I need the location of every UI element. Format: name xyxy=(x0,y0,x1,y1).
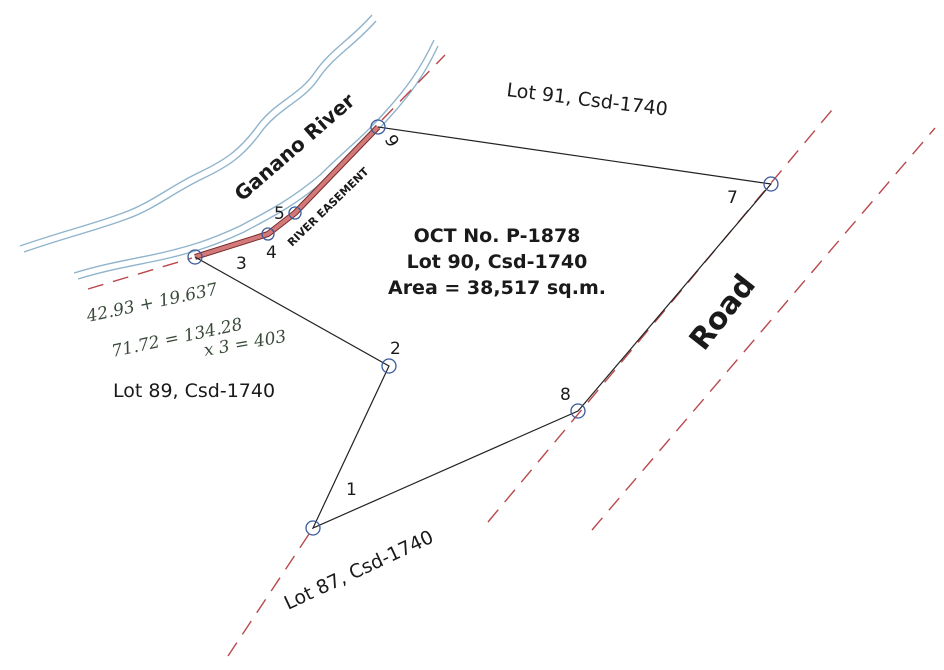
river-boundary-dashed-north xyxy=(381,54,446,121)
corner-5-label: 5 xyxy=(274,204,285,224)
corner-2-label: 2 xyxy=(390,339,401,359)
road-edge-east xyxy=(591,127,936,531)
corner-7-label: 7 xyxy=(727,188,738,208)
river-bank-inner-a xyxy=(73,39,435,274)
corner-1-label: 1 xyxy=(346,480,357,500)
lot-89-label: Lot 89, Csd-1740 xyxy=(113,380,275,402)
corner-markers xyxy=(187,119,779,536)
river-boundary-dashed-west xyxy=(87,257,193,290)
corner-8-label: 8 xyxy=(560,385,571,405)
river-bank-outer-b xyxy=(23,20,377,253)
lot-87-label: Lot 87, Csd-1740 xyxy=(281,526,437,614)
corner-3-label: 3 xyxy=(236,254,247,274)
corner-4-marker xyxy=(261,227,275,241)
corner-3-marker xyxy=(187,249,203,265)
river-bank-inner-b xyxy=(77,45,439,280)
corner-5-marker xyxy=(288,206,302,220)
corner-6-label: 6 xyxy=(382,130,405,149)
corner-4-label: 4 xyxy=(266,243,277,263)
river xyxy=(19,14,439,280)
corner-6-marker xyxy=(370,119,386,135)
lot-91-label: Lot 91, Csd-1740 xyxy=(505,79,669,121)
corner-2-marker xyxy=(381,358,397,374)
title-area: Area = 38,517 sq.m. xyxy=(388,277,606,299)
corner-1-marker xyxy=(305,520,321,536)
corner-7-marker xyxy=(763,176,779,192)
river-bank-outer-a xyxy=(19,14,373,247)
road-edge-west xyxy=(487,109,833,523)
title-lot-number: Lot 90, Csd-1740 xyxy=(407,251,588,273)
lot-boundary xyxy=(194,126,773,530)
title-oct-number: OCT No. P-1878 xyxy=(414,225,581,247)
corner-8-marker xyxy=(570,403,586,419)
handwritten-note-1: 42.93 + 19.637 xyxy=(84,280,220,328)
